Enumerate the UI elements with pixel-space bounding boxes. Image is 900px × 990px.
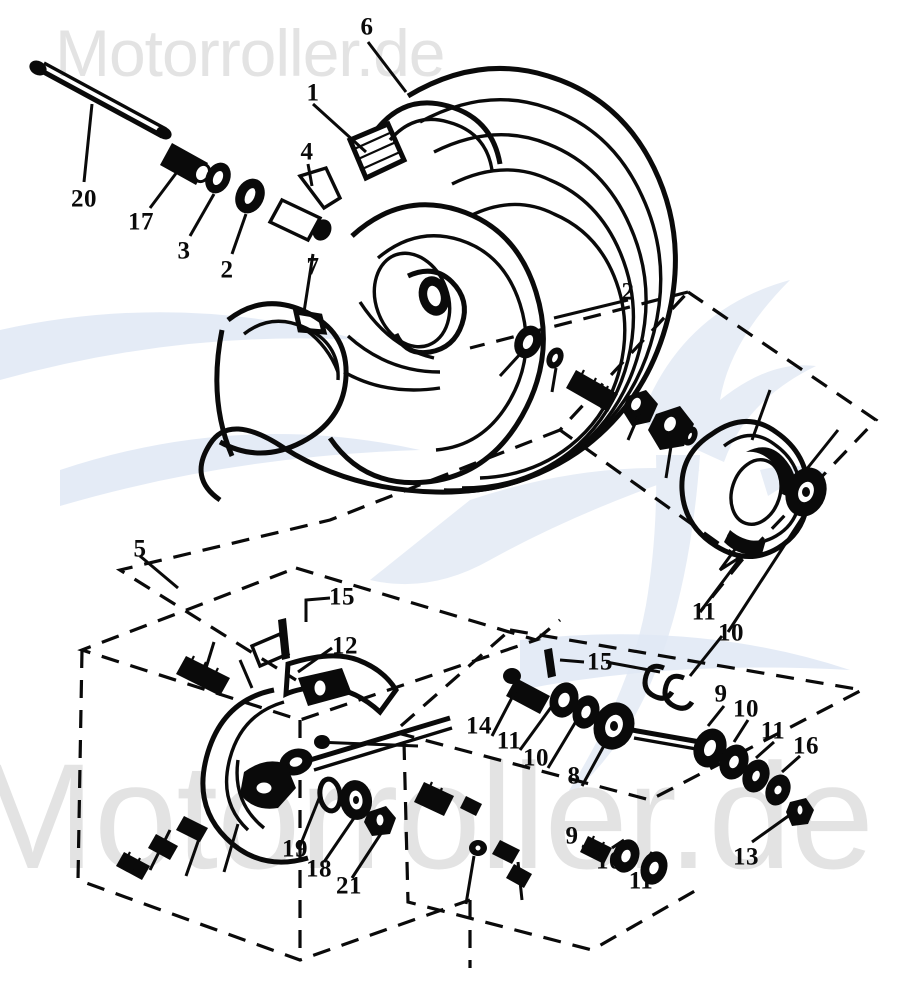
hardware-chain-lower-right (490, 635, 814, 885)
callout-11-right: 11 (760, 717, 786, 745)
hub-parts-row (514, 325, 840, 572)
dashed-box-lower-right (390, 628, 867, 968)
callout-11-upper: 11 (691, 598, 717, 626)
callout-9-mid: 9 (565, 822, 579, 850)
callout-15-left: 15 (329, 583, 355, 611)
callout-7: 7 (306, 253, 320, 281)
callout-9-right: 9 (714, 680, 728, 708)
brake-plate-assembly (116, 554, 532, 905)
callout-2-box: 2 (621, 278, 635, 306)
callout-6: 6 (360, 13, 374, 41)
callout-5: 5 (133, 535, 147, 563)
callout-15-right: 15 (587, 648, 613, 676)
rear-wheel-assembly (198, 66, 678, 503)
callout-11-low: 11 (628, 867, 654, 895)
callout-19: 19 (282, 835, 308, 863)
callout-20: 20 (71, 185, 97, 213)
callout-16: 16 (793, 732, 819, 760)
callout-3: 3 (177, 237, 191, 265)
callout-1: 1 (306, 79, 320, 107)
callout-10-low: 10 (596, 847, 622, 875)
leader-lines-hub-row (498, 350, 808, 633)
callout-11-mid: 11 (496, 727, 522, 755)
callout-21: 21 (336, 872, 362, 900)
axle-shaft-group (29, 60, 343, 243)
callout-14: 14 (466, 712, 492, 740)
callout-8: 8 (567, 762, 581, 790)
leader-lines-upper-left (82, 41, 629, 320)
callout-10-right: 10 (733, 695, 759, 723)
callout-13: 13 (733, 843, 759, 871)
callout-12: 12 (332, 632, 358, 660)
dashed-box-lower-left (76, 566, 562, 962)
callout-18: 18 (306, 855, 332, 883)
callout-4: 4 (300, 138, 314, 166)
callout-17: 17 (128, 208, 154, 236)
callout-2-upper: 2 (220, 256, 234, 284)
callout-10-mid: 10 (523, 744, 549, 772)
callout-10-upper: 10 (718, 619, 744, 647)
